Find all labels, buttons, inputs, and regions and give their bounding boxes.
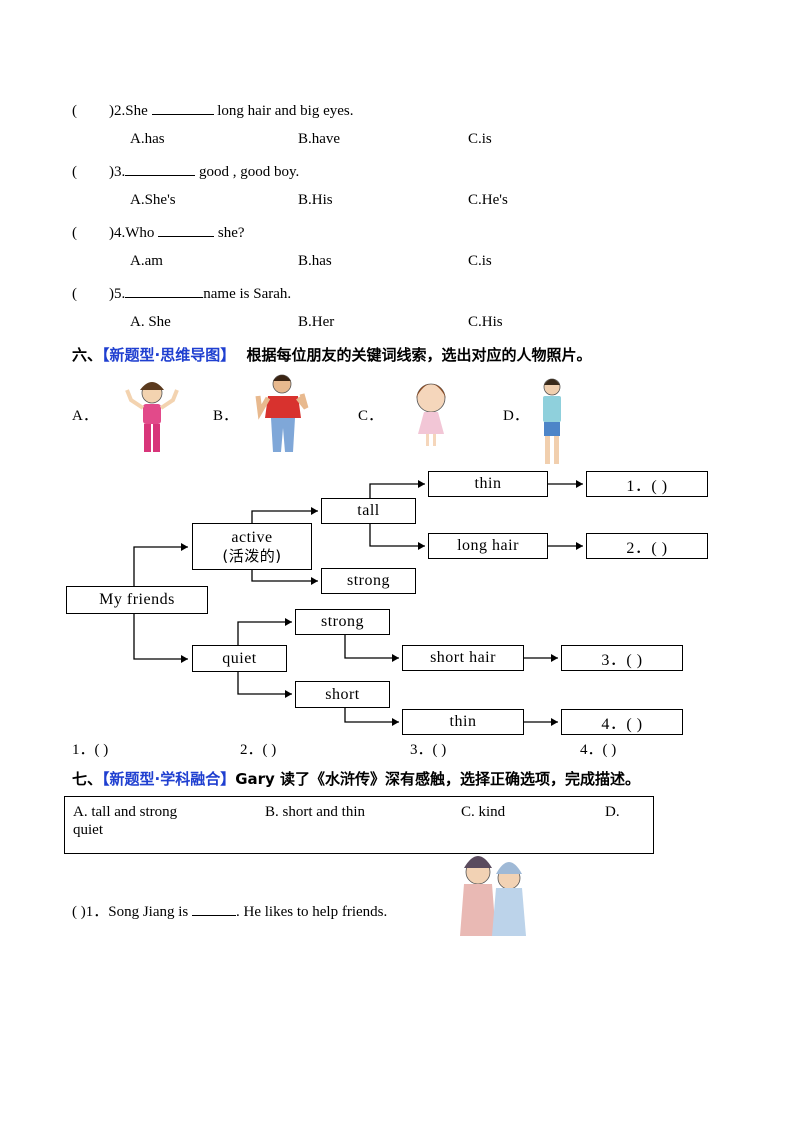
option-a[interactable]: A.has (130, 131, 165, 147)
option-c[interactable]: C.He's (468, 192, 508, 208)
mindmap-answer-4[interactable]: 4．( ) (561, 709, 683, 735)
choice-d-text: quiet (73, 822, 103, 838)
choice-a[interactable]: A. tall and strong (73, 804, 178, 820)
option-c[interactable]: C.His (468, 314, 503, 330)
choice-box: A. tall and strong B. short and thin C. … (64, 796, 654, 854)
mindmap-thin-bottom: thin (402, 709, 524, 735)
question-2: ()2.She long hair and big eyes. (72, 100, 353, 120)
mindmap-answer-1[interactable]: 1．( ) (586, 471, 708, 497)
section-tag: 【新题型·思维导图】 (102, 346, 236, 364)
answer-blank[interactable] (192, 901, 237, 916)
girl-flexing-illustration (125, 382, 179, 452)
pic-label-b: B． (213, 408, 239, 424)
option-b[interactable]: B.have (298, 131, 341, 147)
mindmap-answer-2[interactable]: 2．( ) (586, 533, 708, 559)
section-6-heading: 六、【新题型·思维导图】 根据每位朋友的关键词线索，选出对应的人物照片。 (72, 346, 592, 364)
choice-d[interactable]: D. (605, 804, 620, 820)
pic-label-a: A． (72, 408, 98, 424)
mindmap-short-hair: short hair (402, 645, 524, 671)
question-3: ()3. good , good boy. (72, 161, 299, 181)
answer-blank[interactable] (125, 283, 204, 298)
answer-blank[interactable] (158, 222, 215, 237)
answer-3[interactable]: 3．( ) (410, 742, 447, 758)
mindmap-long-hair: long hair (428, 533, 548, 559)
mindmap-quiet: quiet (192, 645, 287, 672)
mindmap-strong-top: strong (321, 568, 416, 594)
answer-2[interactable]: 2．( ) (240, 742, 277, 758)
mindmap-answer-3[interactable]: 3．( ) (561, 645, 683, 671)
answer-1[interactable]: 1．( ) (72, 742, 109, 758)
question-4: ()4.Who she? (72, 222, 245, 242)
mindmap-short: short (295, 681, 390, 708)
mindmap-tall: tall (321, 498, 416, 524)
choice-c[interactable]: C. kind (461, 804, 506, 820)
section-7-question-1: ( )1．Song Jiang is . He likes to help fr… (72, 900, 387, 921)
question-5: ()5.name is Sarah. (72, 283, 291, 303)
option-b[interactable]: B.His (298, 192, 333, 208)
song-jiang-illustration (460, 856, 526, 936)
mindmap-strong-bottom: strong (295, 609, 390, 635)
mindmap-arrowheads (181, 480, 583, 726)
pic-label-c: C． (358, 408, 384, 424)
girl-dress-illustration (416, 383, 446, 446)
option-b[interactable]: B.Her (298, 314, 335, 330)
answer-blank[interactable] (151, 100, 214, 115)
mindmap-root: My friends (66, 586, 208, 614)
section-7-heading: 七、【新题型·学科融合】Gary 读了《水浒传》深有感触，选择正确选项，完成描述… (72, 770, 641, 788)
answer-blank[interactable] (125, 161, 196, 176)
thin-boy-illustration (543, 378, 561, 464)
option-a[interactable]: A.am (130, 253, 163, 269)
option-a[interactable]: A.She's (130, 192, 176, 208)
choice-b[interactable]: B. short and thin (265, 804, 365, 820)
strong-man-illustration (255, 374, 309, 452)
option-c[interactable]: C.is (468, 131, 492, 147)
pic-label-d: D． (503, 408, 529, 424)
option-b[interactable]: B.has (298, 253, 332, 269)
option-a[interactable]: A. She (130, 314, 171, 330)
section-tag: 【新题型·学科融合】 (102, 770, 236, 788)
answer-4[interactable]: 4．( ) (580, 742, 617, 758)
mindmap-active: active (活泼的) (192, 523, 312, 570)
option-c[interactable]: C.is (468, 253, 492, 269)
mindmap-thin-top: thin (428, 471, 548, 497)
